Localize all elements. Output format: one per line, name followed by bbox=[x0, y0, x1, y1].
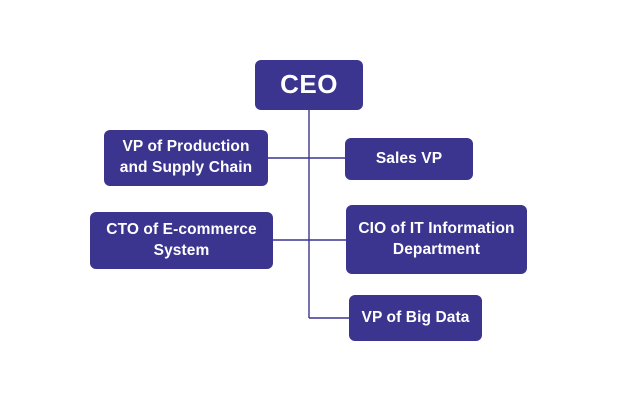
node-cto-ecommerce: CTO of E-commerce System bbox=[90, 212, 273, 269]
node-sales-vp: Sales VP bbox=[345, 138, 473, 180]
node-cio-it-information: CIO of IT Information Department bbox=[346, 205, 527, 274]
node-ceo: CEO bbox=[255, 60, 363, 110]
node-vp-production-supply-chain: VP of Production and Supply Chain bbox=[104, 130, 268, 186]
node-vp-big-data: VP of Big Data bbox=[349, 295, 482, 341]
